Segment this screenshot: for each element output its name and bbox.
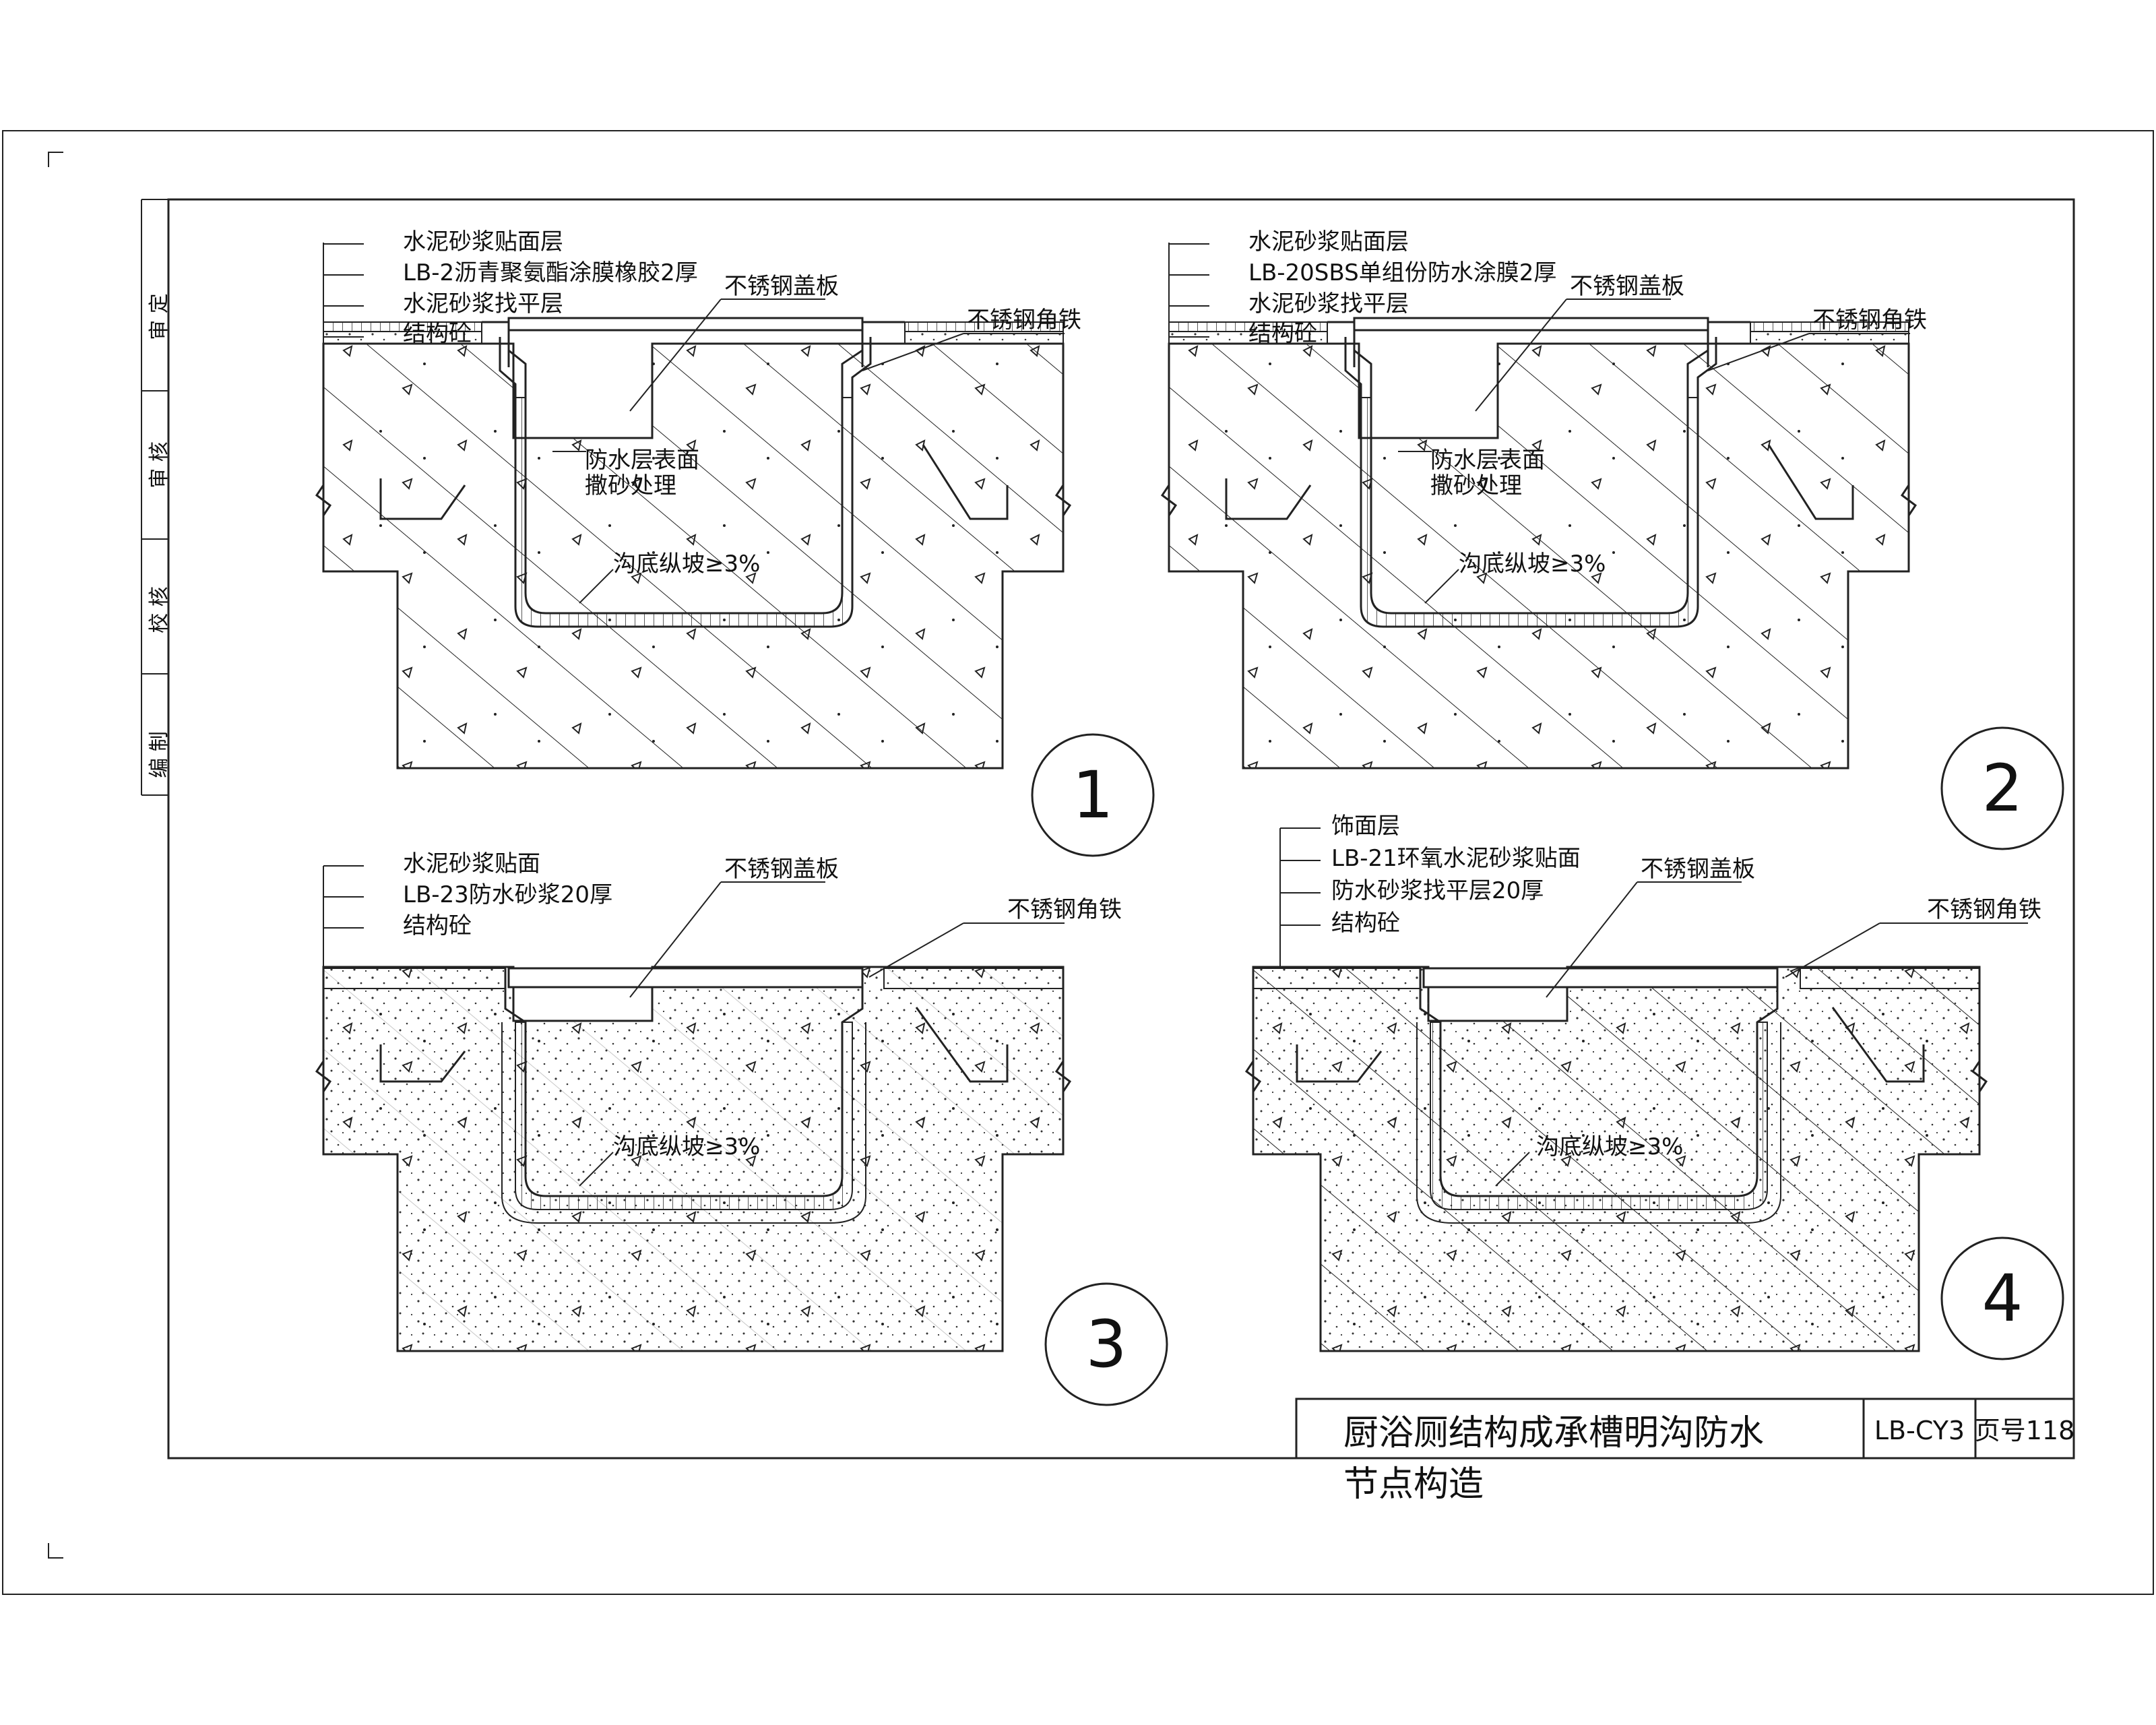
slope-label: 沟底纵坡≥3% (1459, 551, 1606, 577)
angle-iron-right (915, 1007, 1009, 1083)
stainless-cover (507, 317, 864, 332)
detail-3: 水泥砂浆贴面 LB-23防水砂浆20厚 结构砼 不锈钢盖板 不锈钢角铁 沟底纵坡… (315, 850, 1168, 1406)
drawing-title-line2: 节点构造 (1343, 1464, 1484, 1505)
cover-label: 不锈钢盖板 (1641, 856, 1755, 883)
angle-iron-right (1831, 1007, 1925, 1083)
layer-label: 防水砂浆找平层20厚 (1331, 877, 1544, 904)
sand-label: 防水层表面 (585, 447, 699, 474)
angle-iron-left (379, 1044, 466, 1083)
layer-label: 水泥砂浆贴面层 (403, 228, 563, 255)
layer-label: LB-21环氧水泥砂浆贴面 (1331, 845, 1581, 872)
detail-4: 饰面层 LB-21环氧水泥砂浆贴面 防水砂浆找平层20厚 结构砼 不锈钢盖板 不… (1244, 813, 2064, 1360)
angle-iron-left (1225, 478, 1312, 520)
detail-number: 2 (1981, 751, 2023, 826)
angle-label: 不锈钢角铁 (1007, 896, 1122, 923)
sidebar-draft: 编 制 (148, 731, 171, 778)
stainless-cover (1422, 967, 1779, 989)
stainless-cover (507, 967, 864, 989)
angle-iron-right (1767, 444, 1854, 520)
angle-iron-right (922, 444, 1009, 520)
slope-label: 沟底纵坡≥3% (1536, 1133, 1683, 1160)
detail-number: 3 (1085, 1307, 1127, 1382)
detail-number-circle (1940, 726, 2064, 850)
sidebar-approve: 审 定 (148, 293, 171, 340)
drawing-title-line1: 厨浴厕结构成承槽明沟防水 (1343, 1413, 1764, 1453)
layer-label: 结构砼 (403, 912, 472, 939)
slope-label: 沟底纵坡≥3% (613, 551, 760, 577)
layer-label: 饰面层 (1331, 813, 1400, 840)
detail-number: 4 (1981, 1261, 2023, 1336)
stainless-cover (1353, 317, 1709, 332)
layer-label: 结构砼 (1331, 910, 1400, 937)
page-number: 页号118 (1975, 1416, 2075, 1445)
detail-number-circle (1031, 733, 1155, 857)
layer-label: LB-20SBS单组份防水涂膜2厚 (1248, 259, 1556, 286)
sidebar-review: 审 核 (148, 441, 171, 489)
cover-label: 不锈钢盖板 (724, 273, 839, 300)
layer-label: 水泥砂浆贴面 (403, 850, 540, 877)
sand-label: 撒砂处理 (1430, 472, 1522, 499)
detail-number-circle (1044, 1282, 1168, 1406)
layer-label: 水泥砂浆贴面层 (1248, 228, 1409, 255)
title-block: 厨浴厕结构成承槽明沟防水 节点构造 LB-CY3 页号118 (1295, 1398, 2075, 1505)
sand-label: 防水层表面 (1430, 447, 1545, 474)
angle-iron-left (379, 478, 466, 520)
slope-label: 沟底纵坡≥3% (613, 1133, 760, 1160)
sand-label: 撒砂处理 (585, 472, 676, 499)
angle-label: 不锈钢角铁 (1927, 896, 2041, 923)
sidebar-check: 校 核 (148, 586, 171, 633)
cover-label: 不锈钢盖板 (724, 856, 839, 883)
layer-label: 结构砼 (1248, 320, 1317, 347)
layer-label: 结构砼 (403, 320, 472, 347)
detail-number-circle (1940, 1236, 2064, 1360)
angle-label: 不锈钢角铁 (1812, 307, 1927, 334)
layer-label: LB-2沥青聚氨酯涂膜橡胶2厚 (403, 259, 698, 286)
angle-iron-left (1296, 1044, 1383, 1083)
layer-label: 水泥砂浆找平层 (1248, 290, 1409, 317)
detail-2: 水泥砂浆贴面层 LB-20SBS单组份防水涂膜2厚 水泥砂浆找平层 结构砼 不锈… (1160, 228, 2064, 850)
detail-number: 1 (1072, 757, 1113, 833)
cover-label: 不锈钢盖板 (1570, 273, 1684, 300)
angle-label: 不锈钢角铁 (967, 307, 1081, 334)
detail-1: 水泥砂浆贴面层 LB-2沥青聚氨酯涂膜橡胶2厚 水泥砂浆找平层 结构砼 不锈钢盖… (315, 228, 1155, 857)
layer-label: 水泥砂浆找平层 (403, 290, 563, 317)
drawing-code: LB-CY3 (1874, 1416, 1965, 1445)
layer-label: LB-23防水砂浆20厚 (403, 881, 612, 908)
